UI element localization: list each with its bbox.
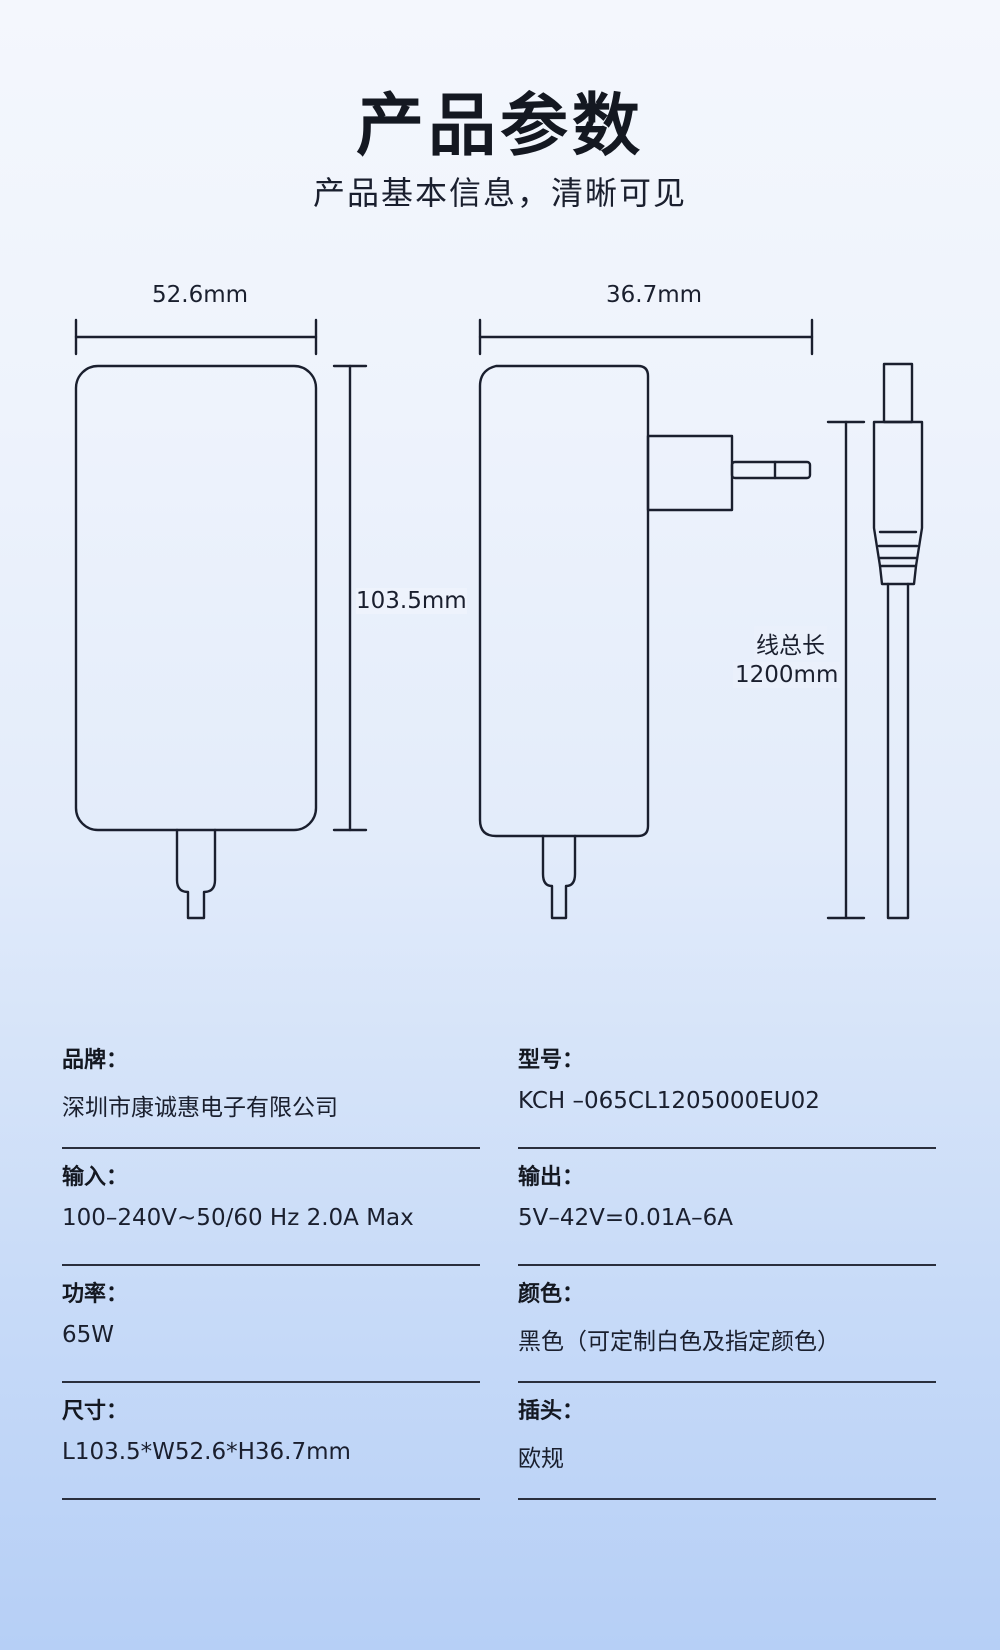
front-view-body: [74, 364, 318, 832]
dc-connector-body: [872, 420, 924, 568]
plug-base: [646, 434, 734, 512]
spec-size: 尺寸： L103.5*W52.6*H36.7mm: [62, 1381, 480, 1500]
spec-label: 品牌：: [62, 1048, 129, 1073]
spec-color: 颜色： 黑色（可定制白色及指定颜色）: [518, 1264, 936, 1383]
dc-tip: [882, 362, 914, 424]
height-dimension-label: 103.5mm: [356, 588, 467, 614]
cable-length-caption: 线总长: [754, 626, 827, 660]
spec-value: KCH –065CL1205000EU02: [518, 1088, 820, 1114]
spec-input: 输入： 100–240V~50/60 Hz 2.0A Max: [62, 1147, 480, 1266]
spec-label: 功率：: [62, 1282, 129, 1307]
spec-power: 功率： 65W: [62, 1264, 480, 1383]
page-subtitle: 产品基本信息，清晰可见: [312, 174, 687, 212]
spec-label: 插头：: [518, 1399, 585, 1424]
spec-value: 欧规: [518, 1446, 564, 1472]
dc-cable: [886, 582, 910, 920]
front-view-strain-relief: [175, 828, 217, 920]
spec-label: 颜色：: [518, 1282, 585, 1307]
dc-connector-collar: [878, 564, 918, 586]
spec-value: 深圳市康诚惠电子有限公司: [62, 1095, 338, 1121]
adapter-line-drawing: [74, 318, 924, 920]
spec-label: 型号：: [518, 1048, 585, 1073]
spec-label: 输入：: [62, 1165, 129, 1190]
page-title: 产品参数: [355, 87, 644, 166]
spec-value: 65W: [62, 1322, 115, 1348]
cable-length-value: 1200mm: [733, 662, 841, 688]
spec-output: 输出： 5V–42V=0.01A–6A: [518, 1147, 936, 1266]
dimension-diagram: 52.6mm 36.7mm 103.5mm 线总长 1200mm: [0, 270, 1000, 930]
spec-value: 100–240V~50/60 Hz 2.0A Max: [62, 1205, 414, 1231]
spec-value: 5V–42V=0.01A–6A: [518, 1205, 733, 1231]
spec-label: 尺寸：: [62, 1399, 129, 1424]
width-dimension-label: 52.6mm: [152, 282, 249, 308]
side-view-strain-relief: [541, 834, 577, 920]
plug-pin: [730, 460, 812, 480]
depth-dimension-label: 36.7mm: [606, 282, 703, 308]
spec-model: 型号： KCH –065CL1205000EU02: [518, 1030, 936, 1149]
spec-value: L103.5*W52.6*H36.7mm: [62, 1439, 351, 1465]
spec-value: 黑色（可定制白色及指定颜色）: [518, 1329, 840, 1355]
spec-label: 输出：: [518, 1165, 585, 1190]
side-view-body: [478, 364, 650, 838]
spec-brand: 品牌： 深圳市康诚惠电子有限公司: [62, 1030, 480, 1149]
spec-plug: 插头： 欧规: [518, 1381, 936, 1500]
